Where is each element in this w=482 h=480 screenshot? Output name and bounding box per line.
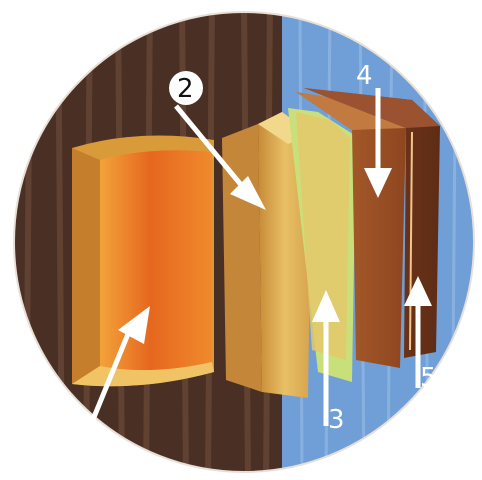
label-3: 3 [328, 405, 345, 435]
heartwood-layer [72, 136, 214, 387]
label-1: 1 [66, 421, 83, 451]
label-2: 2 [177, 74, 194, 104]
label-5: 5 [420, 363, 437, 393]
label-4: 4 [356, 61, 373, 91]
